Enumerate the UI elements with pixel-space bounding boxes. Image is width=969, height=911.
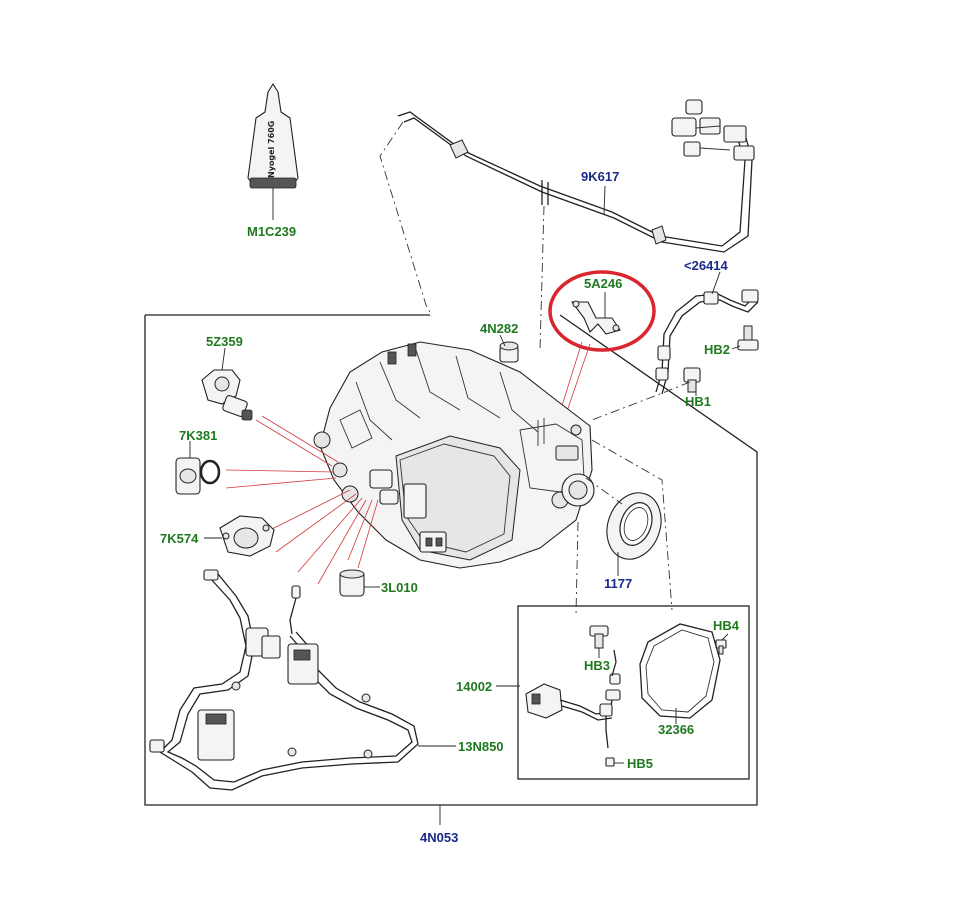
9k617-leader [603, 185, 606, 215]
seal-path [585, 477, 623, 505]
label-hb4: HB4 [713, 618, 740, 633]
grease-tube[interactable]: Nyogel 760G [247, 82, 299, 189]
9k617-path-left [379, 121, 433, 317]
highlight-circle [548, 270, 656, 352]
bolt-hb2[interactable] [737, 325, 759, 351]
stud-4n282[interactable] [499, 341, 519, 363]
label-hb1: HB1 [685, 394, 711, 409]
label-4n282: 4N282 [480, 321, 518, 336]
actuator-7k574[interactable] [219, 515, 275, 557]
tube-print-text: Nyogel 760G [267, 121, 276, 178]
hb3-path [575, 521, 579, 615]
gasket-32366[interactable] [639, 623, 721, 719]
sensor-5z359[interactable] [201, 369, 253, 421]
seal-7k381[interactable] [175, 457, 221, 495]
bolt-hb1[interactable] [683, 367, 701, 393]
module-kit-frame [517, 605, 750, 780]
screw-hb5[interactable] [605, 757, 615, 767]
bolt-hb3[interactable] [589, 625, 609, 649]
hb2-leader [731, 345, 741, 350]
sensor-red-leaders [225, 415, 379, 585]
hb4-leader [721, 633, 729, 641]
wiring-harness-13n850[interactable] [149, 569, 419, 791]
label-5a246: 5A246 [584, 276, 622, 291]
wiring-harness-9k617[interactable] [397, 99, 755, 253]
gasket-path [591, 439, 673, 611]
4n282-leader [499, 334, 506, 347]
5z359-leader [221, 347, 226, 371]
label-hb3: HB3 [584, 658, 610, 673]
label-26414: <26414 [684, 258, 729, 273]
label-hb2: HB2 [704, 342, 730, 357]
label-9k617: 9K617 [581, 169, 619, 184]
label-13n850: 13N850 [458, 739, 504, 754]
drive-unit-housing [313, 341, 595, 569]
label-7k381: 7K381 [179, 428, 217, 443]
bushing-3l010[interactable] [339, 569, 365, 597]
label-hb5: HB5 [627, 756, 653, 771]
label-m1c239: M1C239 [247, 224, 296, 239]
main-assembly-frame [144, 314, 758, 806]
label-5z359: 5Z359 [206, 334, 243, 349]
label-7k574: 7K574 [160, 531, 199, 546]
label-3l010: 3L010 [381, 580, 418, 595]
label-32366: 32366 [658, 722, 694, 737]
module-14002[interactable] [525, 649, 621, 749]
cable-26414[interactable] [655, 289, 759, 395]
5a246-red-leaders [559, 341, 591, 415]
bracket-5a246[interactable] [570, 300, 621, 335]
9k617-path-mid [539, 205, 545, 351]
label-14002: 14002 [456, 679, 492, 694]
26414-leader [711, 271, 721, 295]
label-1177: 1177 [604, 576, 632, 591]
oil-seal-1177[interactable] [598, 485, 670, 567]
hb1-path [591, 381, 691, 421]
label-4n053: 4N053 [420, 830, 458, 845]
